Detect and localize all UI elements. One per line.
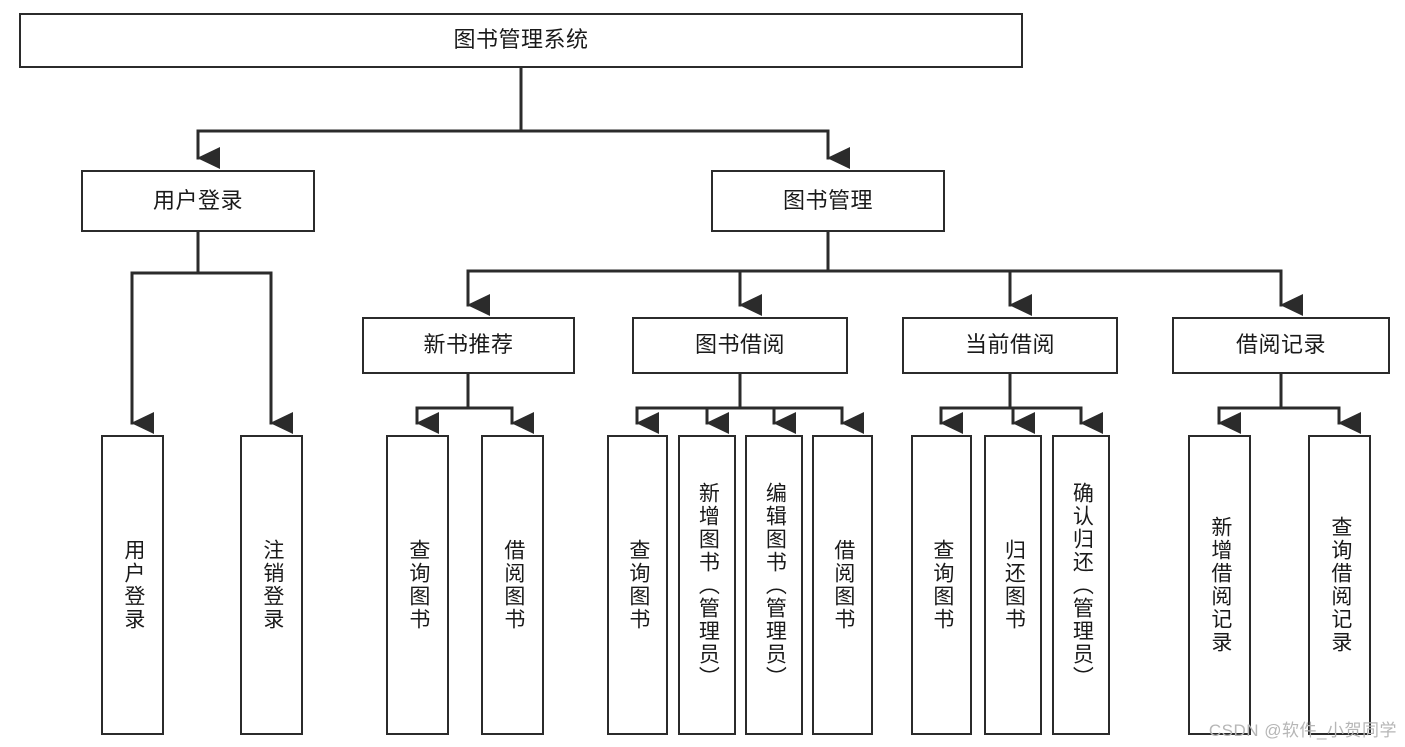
node-label: 新增借阅记录 — [1208, 516, 1232, 654]
node-leaf-edit-book-admin[interactable]: 编辑图书（管理员） — [745, 435, 803, 735]
node-user-login[interactable]: 用户登录 — [81, 170, 315, 232]
node-label: 借阅图书 — [501, 539, 525, 631]
node-leaf-query-book-borrow[interactable]: 查询图书 — [607, 435, 668, 735]
node-leaf-add-borrow-record[interactable]: 新增借阅记录 — [1188, 435, 1251, 735]
node-label: 借阅记录 — [1235, 332, 1326, 358]
node-leaf-user-logout[interactable]: 注销登录 — [240, 435, 303, 735]
node-label: 注销登录 — [260, 539, 284, 631]
csdn-watermark: CSDN @软件_小贺同学 — [1208, 721, 1397, 740]
node-label: 查询图书 — [930, 539, 954, 631]
node-leaf-user-login[interactable]: 用户登录 — [101, 435, 164, 735]
node-book-manage[interactable]: 图书管理 — [711, 170, 945, 232]
node-label: 确认归还（管理员） — [1070, 481, 1094, 689]
node-leaf-query-book-current[interactable]: 查询图书 — [911, 435, 972, 735]
node-label: 查询图书 — [406, 539, 430, 631]
node-leaf-add-book-admin[interactable]: 新增图书（管理员） — [678, 435, 736, 735]
node-label: 图书管理系统 — [453, 27, 589, 53]
node-label: 用户登录 — [121, 539, 145, 631]
node-label: 新书推荐 — [423, 332, 514, 358]
node-label: 查询图书 — [626, 539, 650, 631]
node-label: 借阅图书 — [831, 539, 855, 631]
node-label: 归还图书 — [1002, 539, 1026, 631]
node-label: 图书管理 — [782, 187, 873, 213]
node-label: 当前借阅 — [964, 332, 1055, 358]
node-label: 图书借阅 — [694, 332, 785, 358]
node-borrow-record[interactable]: 借阅记录 — [1172, 317, 1390, 374]
node-label: 编辑图书（管理员） — [763, 481, 787, 689]
node-current-borrow[interactable]: 当前借阅 — [902, 317, 1118, 374]
node-root-system[interactable]: 图书管理系统 — [19, 13, 1023, 68]
node-leaf-query-borrow-record[interactable]: 查询借阅记录 — [1308, 435, 1371, 735]
node-leaf-return-book[interactable]: 归还图书 — [984, 435, 1042, 735]
node-label: 新增图书（管理员） — [696, 481, 720, 689]
node-leaf-borrow-book-recommend[interactable]: 借阅图书 — [481, 435, 544, 735]
node-leaf-query-book-recommend[interactable]: 查询图书 — [386, 435, 449, 735]
node-label: 用户登录 — [152, 187, 243, 213]
node-book-borrow[interactable]: 图书借阅 — [632, 317, 848, 374]
node-new-book-recommend[interactable]: 新书推荐 — [362, 317, 575, 374]
node-leaf-confirm-return-admin[interactable]: 确认归还（管理员） — [1052, 435, 1110, 735]
node-leaf-borrow-book[interactable]: 借阅图书 — [812, 435, 873, 735]
node-label: 查询借阅记录 — [1328, 516, 1352, 654]
